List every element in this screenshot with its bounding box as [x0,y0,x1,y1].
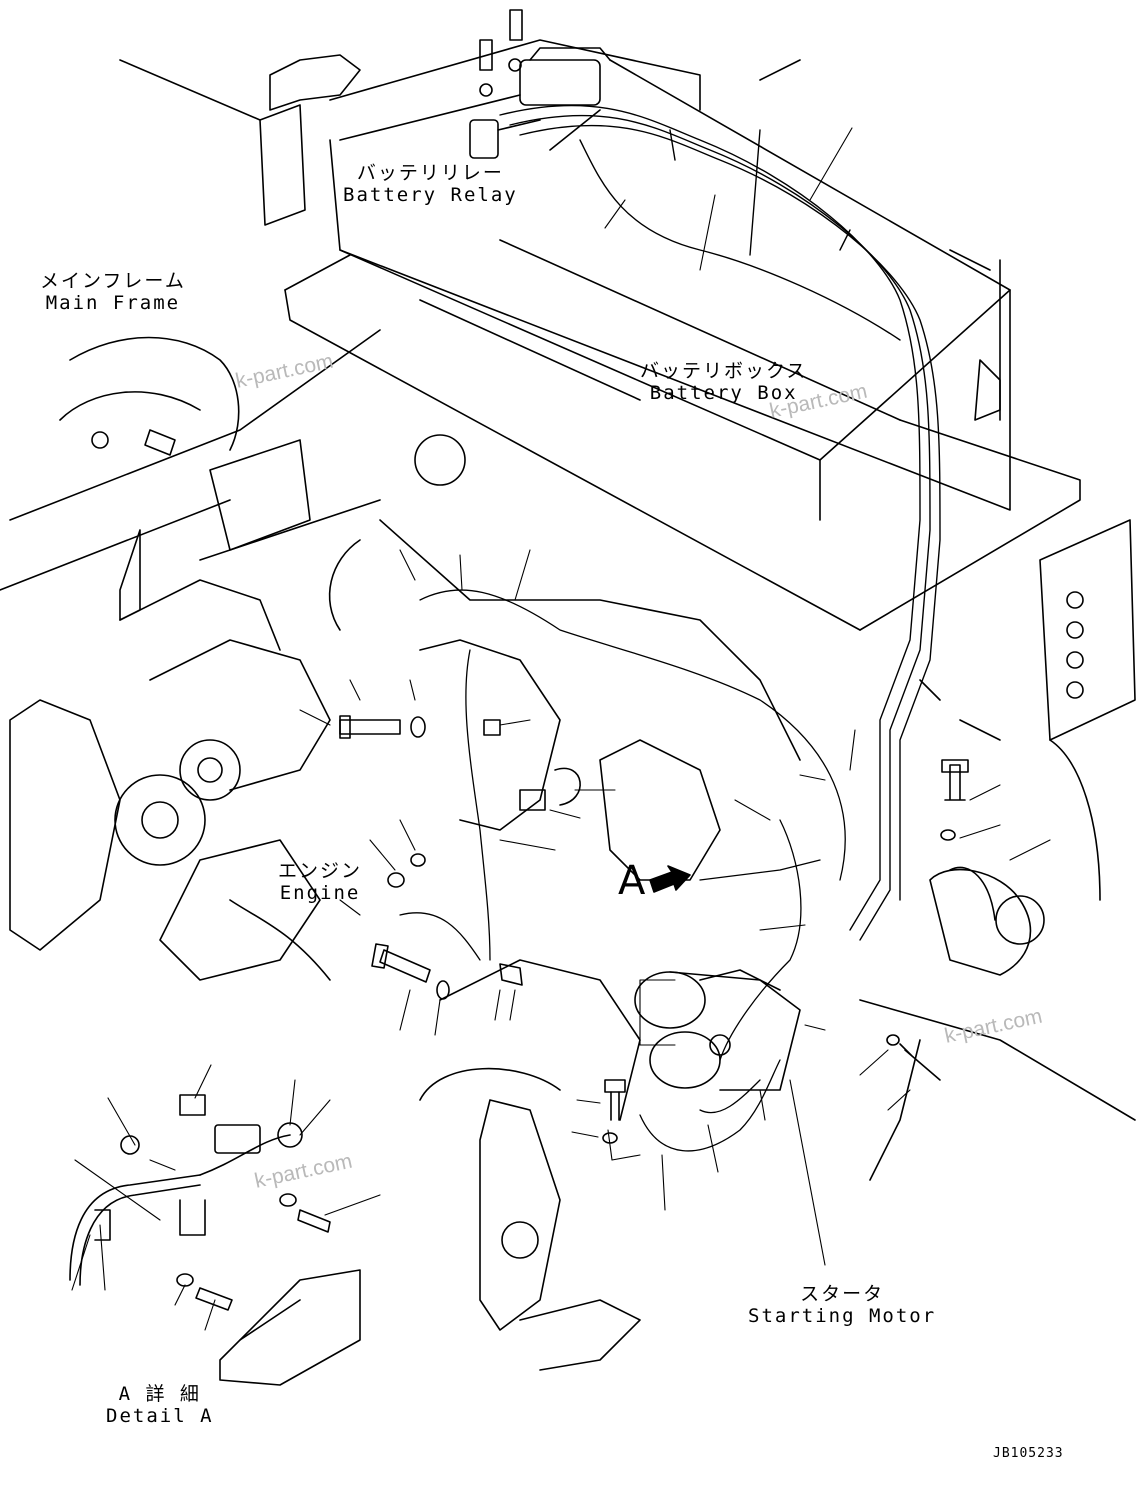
battery-relay-label-ja: バッテリリレー [356,162,504,184]
battery-box-label-en: Battery Box [649,382,798,404]
battery-cables [499,104,941,941]
battery-relay-label: バッテリリレー Battery Relay [343,162,518,206]
starting-motor [634,969,801,1091]
main-frame-label: メインフレーム Main Frame [40,270,186,314]
engine-label: エンジン Engine [278,860,362,904]
starting-motor-label: スタータ Starting Motor [748,1283,936,1327]
battery-box-label: バッテリボックス Battery Box [640,360,807,404]
battery-box [284,59,1081,631]
battery-box-label-ja: バッテリボックス [640,360,808,382]
starting-motor-label-en: Starting Motor [748,1305,937,1327]
view-a-arrow [649,865,691,893]
detail-a-label-en: Detail A [106,1405,214,1427]
fasteners [339,715,996,1144]
main-frame-label-ja: メインフレーム [40,270,186,292]
wiring-harness [399,589,846,1152]
battery-relay-assembly [259,9,701,226]
detail-a-inset [69,1094,361,1386]
leader-lines [71,127,1051,1331]
engine-label-en: Engine [279,882,361,904]
main-frame-label-en: Main Frame [45,292,181,314]
starting-motor-label-ja: スタータ [800,1283,885,1305]
main-frame [0,59,381,621]
engine-label-ja: エンジン [278,860,363,882]
detail-a-label: A 詳 細 Detail A [106,1383,214,1427]
drawing-code: JB105233 [993,1446,1064,1461]
battery-relay-label-en: Battery Relay [343,184,518,206]
engine [9,434,1136,1371]
detail-a-label-ja: A 詳 細 [118,1383,201,1405]
view-a-marker: A [618,858,646,904]
